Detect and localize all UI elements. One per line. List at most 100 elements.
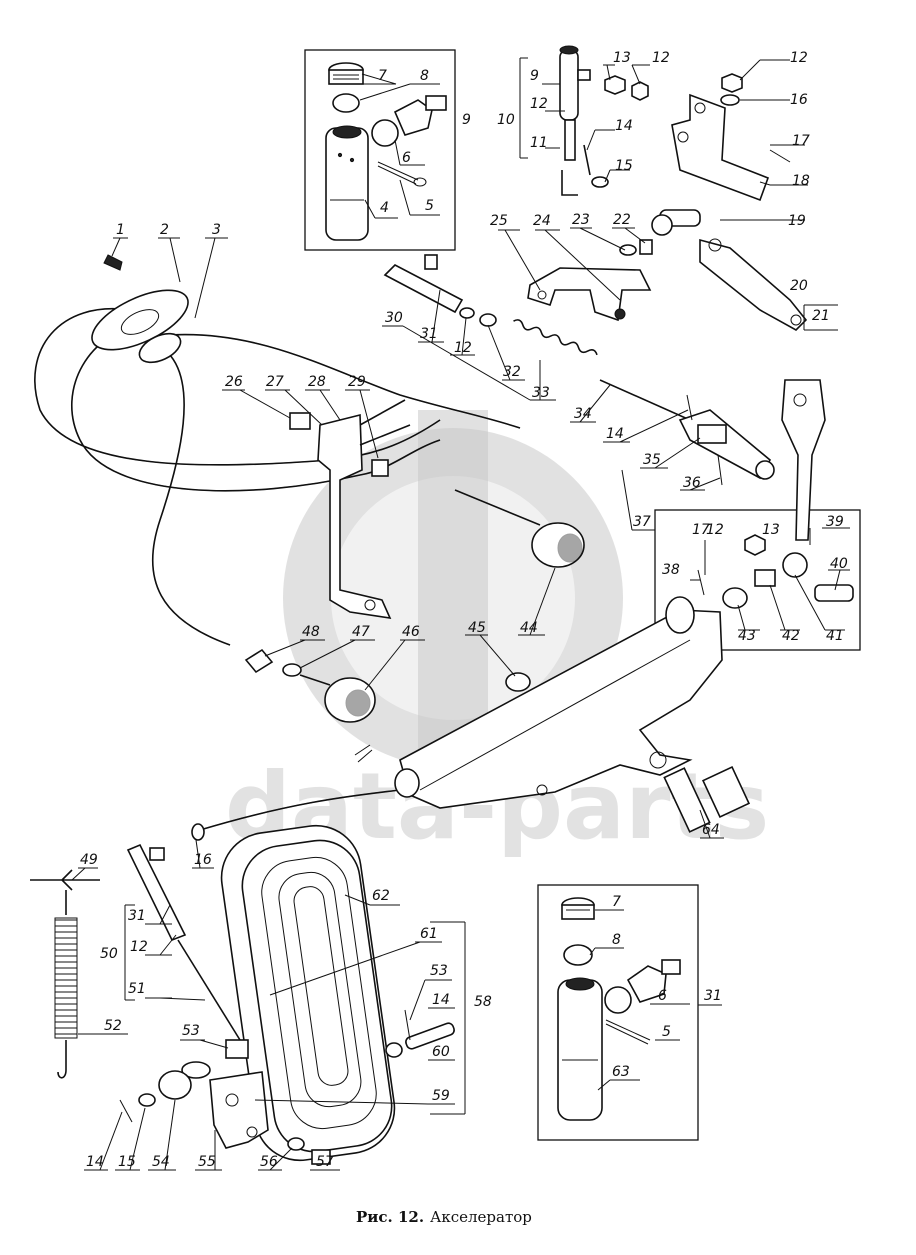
callout-16: 16 (790, 92, 808, 108)
callout-4: 4 (380, 200, 389, 216)
callout-12c: 12 (790, 50, 808, 66)
callout-15: 15 (615, 158, 633, 174)
rod-spring-30-36 (383, 254, 775, 486)
callout-46: 46 (402, 624, 420, 640)
callout-10: 10 (497, 112, 515, 128)
callout-12d: 12 (454, 340, 472, 356)
callout-12f: 12 (130, 939, 148, 955)
callout-48: 48 (302, 624, 320, 640)
callout-13: 13 (613, 50, 631, 66)
ball-joint-assembly-31 (537, 884, 699, 1141)
callout-31b: 31 (128, 908, 146, 924)
callout-20: 20 (790, 278, 808, 294)
callout-31: 31 (420, 326, 438, 342)
callout-56: 56 (260, 1154, 278, 1170)
callout-28: 28 (308, 374, 326, 390)
link-rod-and-spring (30, 843, 249, 1079)
accelerator-pedal (119, 824, 455, 1165)
callout-24: 24 (533, 213, 551, 229)
callout-18: 18 (792, 173, 810, 189)
callout-34: 34 (574, 406, 592, 422)
callout-31c: 31 (704, 988, 722, 1004)
callout-6b: 6 (658, 988, 667, 1004)
callout-60: 60 (432, 1044, 450, 1060)
callout-2: 2 (160, 222, 169, 238)
callout-36: 36 (683, 475, 701, 491)
callout-38: 38 (662, 562, 680, 578)
callout-5b: 5 (662, 1024, 671, 1040)
callout-61: 61 (420, 926, 438, 942)
callout-8b: 8 (612, 932, 621, 948)
throttle-rod-parts (559, 45, 649, 196)
callout-39: 39 (826, 514, 844, 530)
callout-64: 64 (702, 822, 720, 838)
callout-11: 11 (530, 135, 548, 151)
throttle-shaft-37-43 (654, 379, 861, 651)
callout-43: 43 (738, 628, 756, 644)
callout-17: 17 (792, 133, 810, 149)
callout-33: 33 (532, 385, 550, 401)
callout-12e: 12 (706, 522, 724, 538)
callout-27: 27 (266, 374, 284, 390)
callout-57: 57 (316, 1154, 334, 1170)
ball-joint-assembly-9 (304, 49, 456, 251)
callout-53: 53 (182, 1023, 200, 1039)
callout-35: 35 (643, 452, 661, 468)
callout-12: 12 (530, 96, 548, 112)
callout-14: 14 (615, 118, 633, 134)
callout-1: 1 (116, 222, 125, 238)
callout-3: 3 (212, 222, 221, 238)
callout-13b: 13 (762, 522, 780, 538)
callout-19: 19 (788, 213, 806, 229)
accelerator-shaft (191, 596, 751, 841)
callout-29: 29 (348, 374, 366, 390)
callout-12b: 12 (652, 50, 670, 66)
callout-5: 5 (425, 198, 434, 214)
callout-52: 52 (104, 1018, 122, 1034)
callout-8: 8 (420, 68, 429, 84)
callout-44: 44 (520, 620, 538, 636)
callout-25: 25 (490, 213, 508, 229)
callout-45: 45 (468, 620, 486, 636)
callout-7: 7 (378, 68, 387, 84)
pedal-bracket-parts (651, 73, 808, 331)
callout-14d: 14 (432, 992, 450, 1008)
detail-frame-31 (537, 884, 699, 1141)
caption-title: Акселератор (430, 1208, 532, 1226)
callout-55: 55 (198, 1154, 216, 1170)
callout-49: 49 (80, 852, 98, 868)
callout-62: 62 (372, 888, 390, 904)
callout-labels: 7 8 9 6 4 5 9 10 12 11 13 12 14 15 12 16… (80, 50, 848, 1170)
callout-7b: 7 (612, 894, 621, 910)
callout-50: 50 (100, 946, 118, 962)
callout-6: 6 (402, 150, 411, 166)
detail-frame-37 (654, 509, 861, 651)
choke-knobs (244, 489, 585, 723)
callout-26: 26 (225, 374, 243, 390)
callout-40: 40 (830, 556, 848, 572)
cable-clamp-26-29 (289, 399, 411, 620)
callout-23: 23 (572, 212, 590, 228)
callout-59: 59 (432, 1088, 450, 1104)
callout-14c: 14 (86, 1154, 104, 1170)
cable-bracket-22-25 (527, 239, 653, 322)
callout-58: 58 (474, 994, 492, 1010)
callout-41: 41 (826, 628, 844, 644)
callout-32: 32 (503, 364, 521, 380)
callout-17b: 17 (692, 522, 710, 538)
detail-frame-9 (304, 49, 456, 251)
callout-53b: 53 (430, 963, 448, 979)
leader-lines (71, 57, 850, 1171)
callout-15b: 15 (118, 1154, 136, 1170)
callout-51: 51 (128, 981, 146, 997)
callout-63: 63 (612, 1064, 630, 1080)
callout-21: 21 (812, 308, 830, 324)
caption-prefix: Рис. 12. (356, 1208, 424, 1226)
callout-30: 30 (385, 310, 403, 326)
callout-9b: 9 (530, 68, 539, 84)
figure-caption: Рис. 12. Акселератор (356, 1208, 532, 1226)
callout-16b: 16 (194, 852, 212, 868)
callout-42: 42 (782, 628, 800, 644)
callout-22: 22 (613, 212, 631, 228)
